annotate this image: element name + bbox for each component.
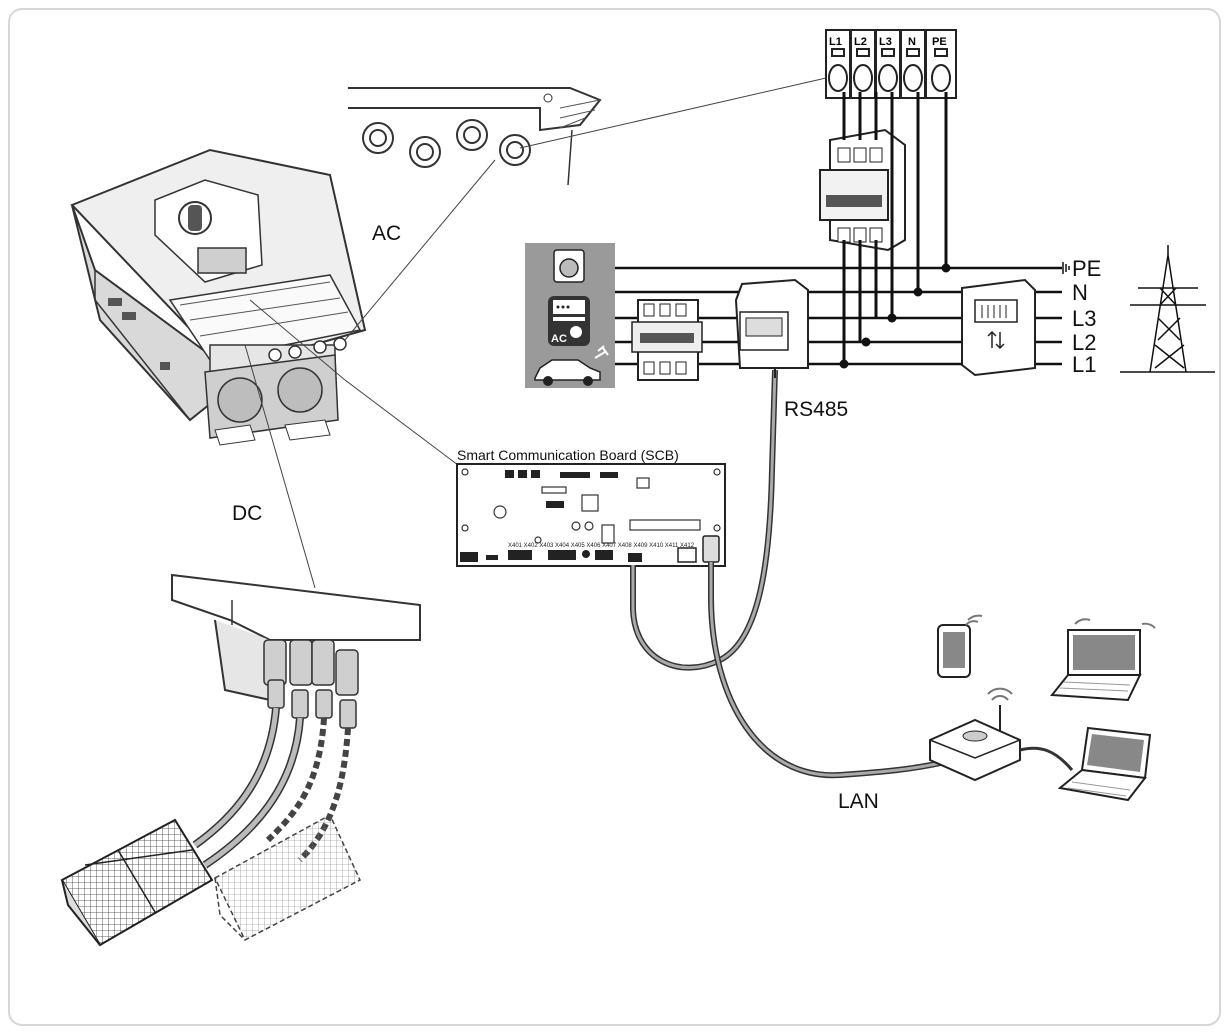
energy-meter <box>734 278 809 378</box>
terminal-l3: L3 <box>879 36 892 48</box>
bus-label-pe: PE <box>1072 256 1101 281</box>
dc-label: DC <box>232 502 262 525</box>
ac-label: AC <box>372 222 401 245</box>
laptop-icon-top <box>1050 618 1156 702</box>
bus-label-n: N <box>1072 280 1088 305</box>
scb-connector-labels: X401 X402 X403 X404 X405 X406 X407 X408 … <box>508 543 695 549</box>
electric-car-icon <box>534 359 601 381</box>
scb-title: Smart Communication Board (SCB) <box>457 447 679 463</box>
consumer-panel: AC <box>525 243 615 388</box>
laptop-icon-bottom <box>1057 726 1152 802</box>
bus-label-l1: L1 <box>1072 352 1096 377</box>
scb-board: X401 X402 X403 X404 X405 X406 X407 X408 … <box>456 463 726 567</box>
vertical-wiring <box>842 92 948 362</box>
terminal-n: N <box>908 36 916 48</box>
dc-zoom <box>60 344 421 947</box>
consumer-breaker <box>631 299 703 381</box>
lan-label: LAN <box>838 790 879 813</box>
lan-cable <box>708 562 946 779</box>
ac-gland-zoom <box>344 77 827 341</box>
main-breaker <box>819 128 906 252</box>
power-pylon <box>1120 245 1215 373</box>
grid-meter <box>961 278 1036 377</box>
terminal-l1: L1 <box>829 36 842 48</box>
tablet-icon <box>937 614 983 678</box>
rs485-label: RS485 <box>784 398 848 421</box>
terminal-l2: L2 <box>854 36 867 48</box>
wallbox-ac-tag: AC <box>551 333 567 345</box>
terminal-block: L1 L2 L3 N PE <box>825 29 957 99</box>
router <box>929 687 1021 782</box>
inverter <box>70 148 367 446</box>
terminal-pe: PE <box>932 36 947 48</box>
bus-label-l3: L3 <box>1072 306 1096 331</box>
bus-label-l2: L2 <box>1072 330 1096 355</box>
